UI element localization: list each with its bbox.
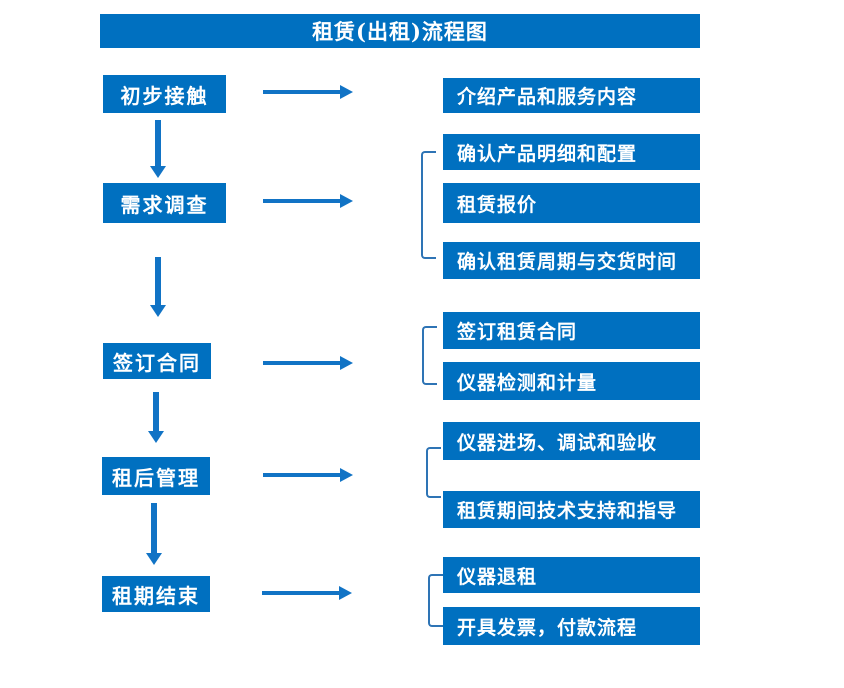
- arrow-head: [339, 586, 352, 600]
- down-arrow-icon: [146, 503, 162, 565]
- detail-box-rental-quote: 租赁报价: [443, 183, 700, 223]
- arrow-shaft: [263, 473, 340, 477]
- arrow-shaft: [155, 257, 161, 305]
- detail-box-instrument-testing: 仪器检测和计量: [443, 362, 700, 400]
- arrow-head: [340, 356, 353, 370]
- arrow-shaft: [263, 199, 340, 203]
- right-arrow-icon: [263, 194, 353, 208]
- step-box-sign-contract: 签订合同: [103, 343, 211, 379]
- arrow-head: [146, 553, 162, 565]
- arrow-head: [148, 431, 164, 443]
- step-box-initial-contact: 初步接触: [103, 75, 226, 113]
- detail-box-sign-rental-contract: 签订租赁合同: [443, 312, 700, 349]
- page-title: 租赁(出租)流程图: [312, 19, 488, 44]
- arrow-shaft: [155, 120, 161, 166]
- step-box-post-rental-management: 租后管理: [102, 457, 210, 495]
- detail-box-invoice-payment: 开具发票，付款流程: [443, 607, 700, 645]
- arrow-shaft: [262, 591, 339, 595]
- detail-box-tech-support: 租赁期间技术支持和指导: [443, 491, 700, 528]
- detail-box-instrument-return: 仪器退租: [443, 557, 700, 593]
- step-box-lease-end: 租期结束: [102, 576, 210, 612]
- detail-box-confirm-product-details: 确认产品明细和配置: [443, 134, 700, 170]
- arrow-shaft: [153, 392, 159, 431]
- arrow-head: [340, 194, 353, 208]
- right-arrow-icon: [263, 85, 353, 99]
- bracket-group-contract: [422, 326, 437, 385]
- detail-box-introduce-products: 介绍产品和服务内容: [443, 78, 700, 113]
- down-arrow-icon: [148, 392, 164, 443]
- right-arrow-icon: [262, 586, 352, 600]
- right-arrow-icon: [263, 468, 353, 482]
- arrow-shaft: [151, 503, 157, 553]
- bracket-group-lease-end: [428, 574, 443, 627]
- bracket-group-management: [426, 447, 441, 498]
- arrow-shaft: [263, 90, 340, 94]
- detail-box-instrument-setup: 仪器进场、调试和验收: [443, 422, 700, 460]
- arrow-head: [150, 166, 166, 178]
- down-arrow-icon: [150, 257, 166, 317]
- step-box-requirements-survey: 需求调查: [103, 183, 226, 223]
- down-arrow-icon: [150, 120, 166, 178]
- arrow-shaft: [263, 361, 340, 365]
- right-arrow-icon: [263, 356, 353, 370]
- detail-box-confirm-rental-period: 确认租赁周期与交货时间: [443, 242, 700, 279]
- arrow-head: [340, 85, 353, 99]
- arrow-head: [340, 468, 353, 482]
- title-bar: 租赁(出租)流程图: [100, 14, 700, 48]
- arrow-head: [150, 305, 166, 317]
- bracket-group-requirements: [421, 151, 436, 259]
